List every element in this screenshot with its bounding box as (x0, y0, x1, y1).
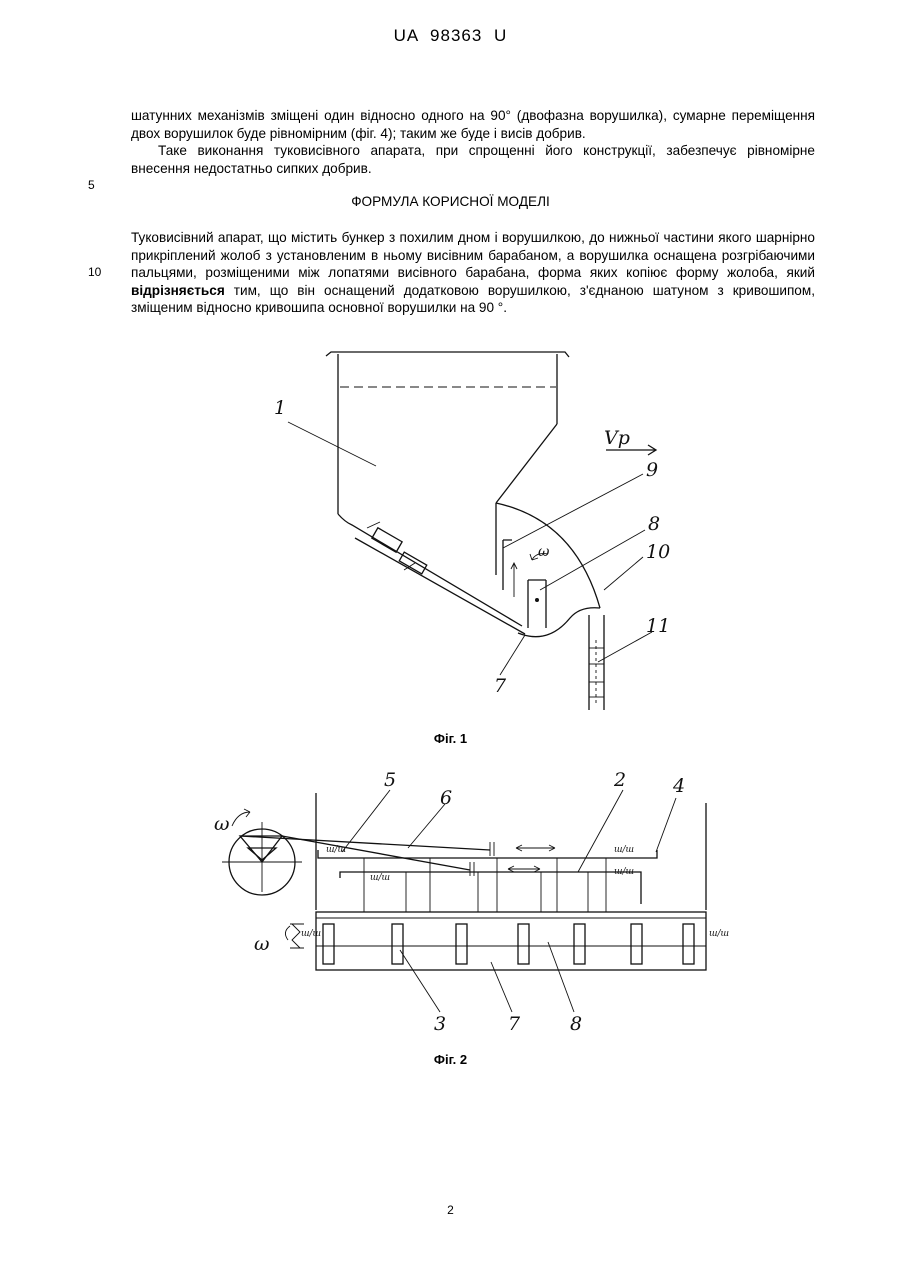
ground-mark-4: ш/ш (614, 867, 634, 877)
fig2-label-3: 3 (434, 1013, 446, 1035)
fig2-label-7: 7 (508, 1013, 521, 1035)
fig2-label-8: 8 (570, 1013, 582, 1035)
ground-mark-6: ш/ш (709, 929, 729, 939)
figure-2-caption: Фіг. 2 (0, 1052, 901, 1067)
fig2-omega-left: ω (254, 933, 270, 955)
fig2-label-2: 2 (613, 769, 626, 791)
crank-wheel (222, 809, 302, 895)
ground-mark-5: ш/ш (301, 929, 321, 939)
ground-mark-3: ш/ш (614, 845, 634, 855)
page-number: 2 (0, 1203, 901, 1217)
seeding-drum-fig2 (285, 912, 706, 970)
fig2-omega-top: ω (214, 813, 230, 835)
ground-mark-1: ш/ш (326, 845, 346, 855)
leader-lines-fig2 (342, 790, 676, 1012)
fig2-label-6: 6 (440, 787, 452, 809)
ground-mark-2: ш/ш (370, 873, 390, 883)
fig2-label-4: 4 (672, 775, 685, 797)
fig2-label-5: 5 (384, 769, 396, 791)
agitator-combs (318, 845, 657, 912)
